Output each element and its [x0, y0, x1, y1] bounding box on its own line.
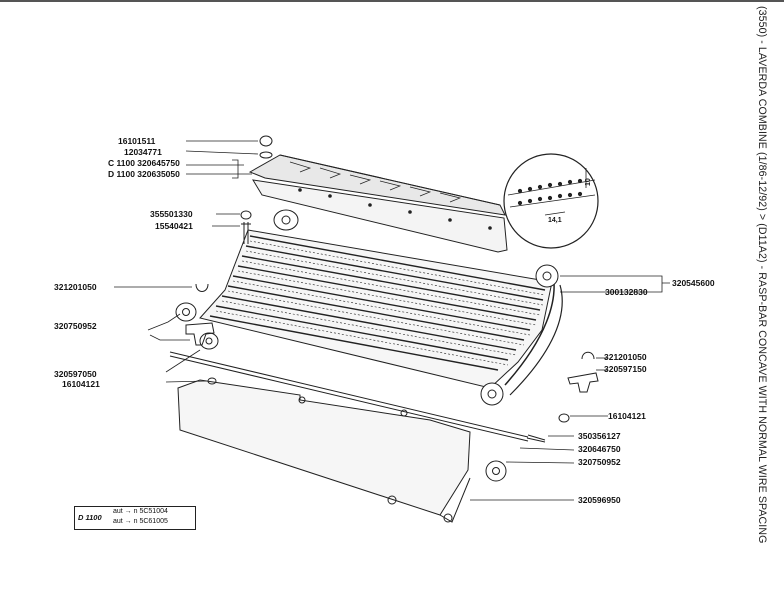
- serial-note-box: D 1100 aut → n 5C51004 aut → n 5C61005: [74, 506, 196, 530]
- note-model: D 1100: [78, 513, 102, 522]
- loose-parts: [185, 135, 599, 482]
- top-border: [0, 0, 784, 2]
- label-320750952-left: 320750952: [54, 321, 97, 331]
- label-321201050-left: 321201050: [54, 282, 97, 292]
- label-16104121-right: 16104121: [608, 411, 646, 421]
- tie-rod: [169, 351, 529, 442]
- label-320750952-right: 320750952: [578, 457, 621, 467]
- side-title-column: (3550) - LAVERDA COMBINE (1/86-12/92) > …: [747, 6, 777, 602]
- label-320597050: 320597050: [54, 369, 97, 379]
- label-300132830: 300132830: [605, 287, 648, 297]
- label-321201050-right: 321201050: [604, 352, 647, 362]
- upper-bracket: [248, 154, 508, 253]
- label-16104121-left: 16104121: [62, 379, 100, 389]
- label-15540421: 15540421: [155, 221, 193, 231]
- label-355501330: 355501330: [150, 209, 193, 219]
- label-320596950: 320596950: [578, 495, 621, 505]
- label-320545600: 320545600: [672, 278, 715, 288]
- label-16101511: 16101511: [118, 136, 156, 146]
- label-350356127: 350356127: [578, 431, 621, 441]
- page-title: (3550) - LAVERDA COMBINE (1/86-12/92) > …: [756, 6, 768, 544]
- detail-dimension-14-1: 14,1: [548, 217, 562, 224]
- concave-grate: [175, 209, 563, 406]
- detail-dimension-10: 10: [585, 178, 592, 186]
- label-12034771: 12034771: [124, 147, 162, 157]
- leader-lines: [114, 140, 670, 501]
- label-320597150: 320597150: [604, 364, 647, 374]
- bottom-plate: [177, 379, 471, 523]
- wire-spacing-detail: [503, 153, 599, 249]
- label-d1100: D 1100 320635050: [108, 169, 180, 179]
- note-row-1: aut → n 5C51004: [113, 508, 168, 515]
- label-320646750: 320646750: [578, 444, 621, 454]
- note-row-2: aut → n 5C61005: [113, 518, 168, 525]
- part-labels: 16101511 12034771 C 1100 320645750 D 110…: [54, 136, 715, 505]
- label-c1100: C 1100 320645750: [108, 158, 180, 168]
